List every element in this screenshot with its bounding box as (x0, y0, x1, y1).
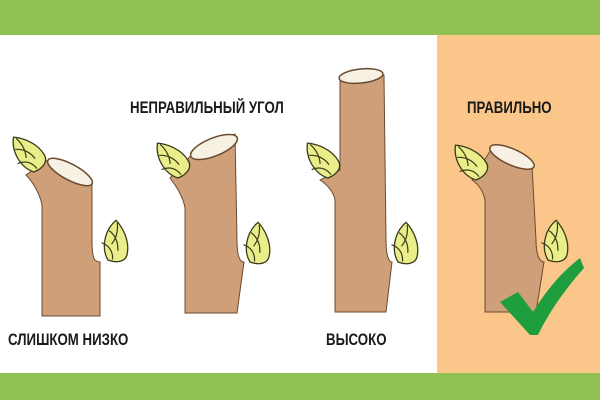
top-green-bar (0, 0, 600, 35)
label-too-high: ВЫСОКО (326, 330, 387, 349)
label-correct: ПРАВИЛЬНО (467, 98, 552, 117)
checkmark-icon (500, 258, 584, 335)
stem-too-low (7, 128, 138, 317)
stem-too-high (301, 67, 428, 313)
bottom-green-bar (0, 373, 600, 400)
stem-correct (449, 136, 578, 313)
stem-wrong-angle (151, 133, 280, 314)
label-wrong-angle: НЕПРАВИЛЬНЫЙ УГОЛ (130, 98, 284, 117)
label-too-low: СЛИШКОМ НИЗКО (8, 330, 129, 349)
